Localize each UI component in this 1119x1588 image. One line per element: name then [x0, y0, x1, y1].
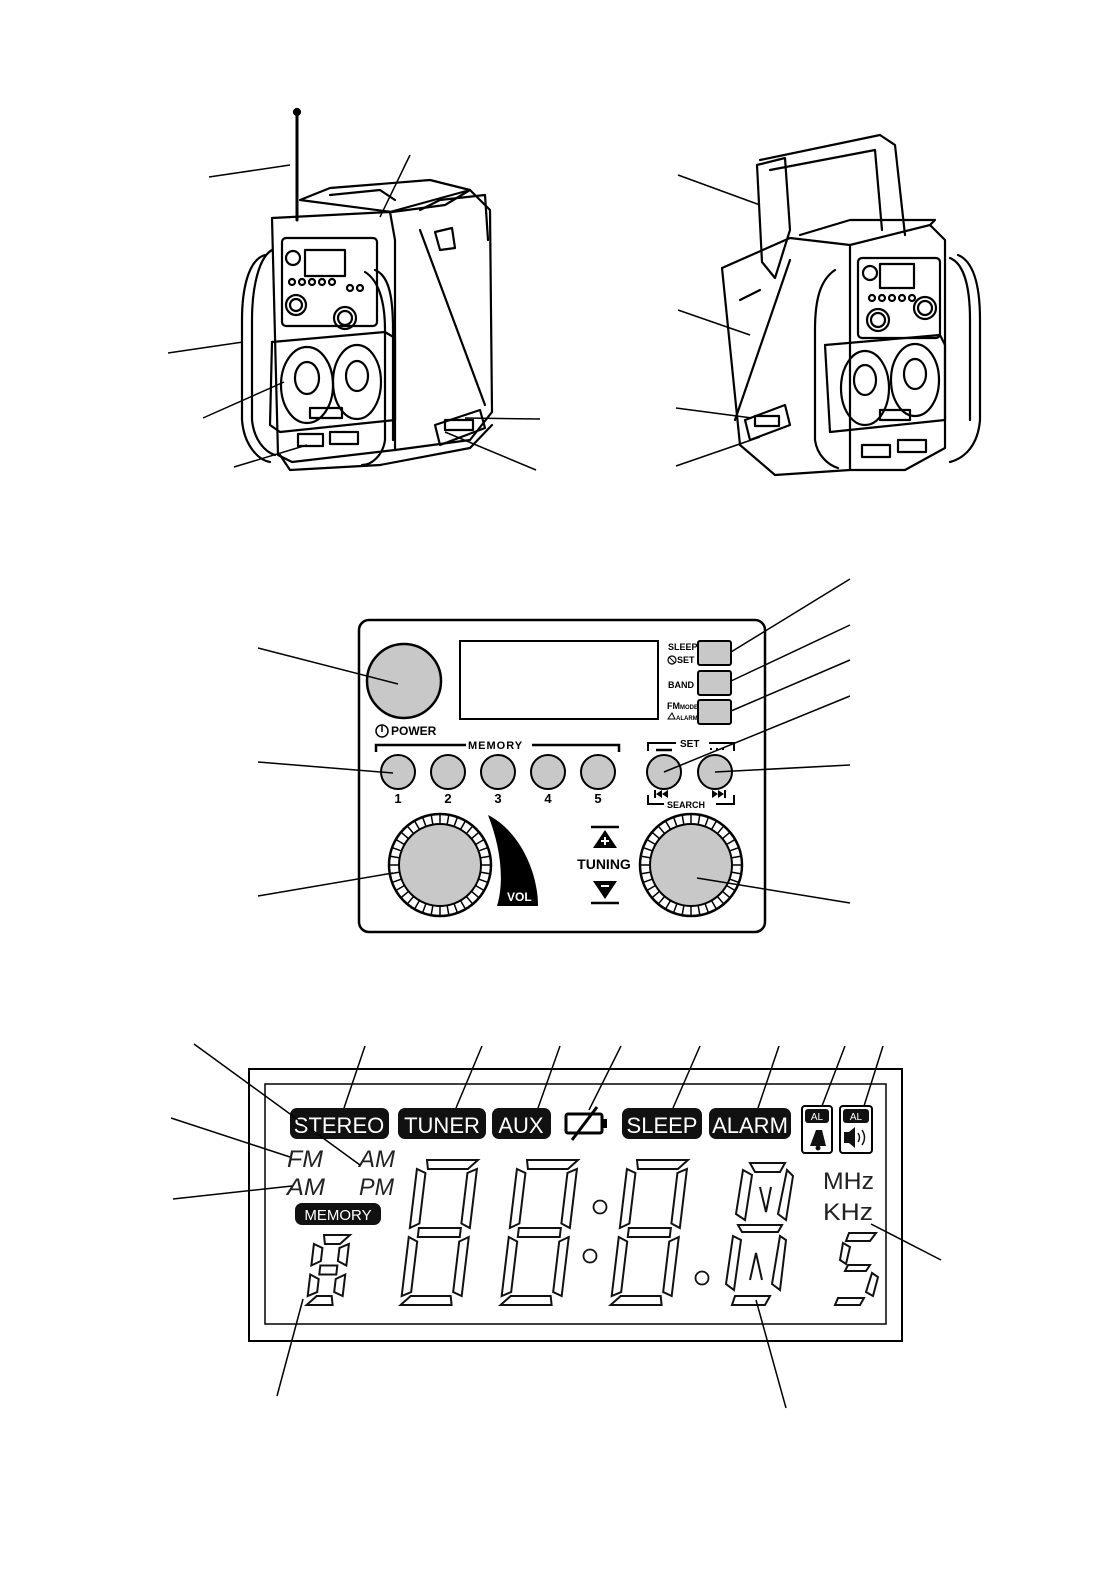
tuning-knob[interactable] [640, 814, 742, 916]
memory-button-2-label: 2 [444, 791, 451, 806]
memory-button-4[interactable] [531, 755, 565, 789]
radio-rear-right-view [722, 135, 980, 475]
am-time-text: AM [357, 1146, 395, 1173]
khz-text: KHz [823, 1199, 873, 1226]
control-panel: POWER SLEEP SET BAND FMMODE ALARM MEMORY [359, 620, 765, 932]
memory-button-5-label: 5 [594, 791, 601, 806]
fm-mode-label-mode: MODE [680, 705, 698, 711]
search-label: SEARCH [667, 800, 705, 810]
band-label: BAND [668, 680, 694, 690]
vol-label: VOL [507, 890, 532, 904]
mhz-text: MHz [823, 1168, 874, 1195]
set-label: SET [680, 739, 699, 750]
fm-mode-alarm-label: ALARM [676, 716, 698, 722]
memory-button-1-label: 1 [394, 791, 401, 806]
panel-display-window [460, 641, 658, 719]
volume-knob[interactable] [389, 814, 491, 916]
am-band-text: AM [285, 1174, 325, 1201]
power-label: POWER [391, 724, 437, 738]
memory-button-3[interactable] [481, 755, 515, 789]
memory-button-2[interactable] [431, 755, 465, 789]
sleep-label-line2: SET [677, 655, 695, 665]
fm-mode-label-fm: FM [667, 701, 680, 711]
lcd-display: STEREO TUNER AUX SLEEP ALARM AL [249, 1069, 902, 1341]
aux-text: AUX [498, 1113, 544, 1138]
memory-button-4-label: 4 [544, 791, 552, 806]
band-button[interactable] [698, 671, 731, 695]
fm-mode-alarm-button[interactable] [698, 700, 731, 724]
sleep-text: SLEEP [627, 1113, 698, 1138]
al-buzzer-text: AL [811, 1112, 824, 1123]
memory-label: MEMORY [468, 740, 523, 752]
radio-front-left-view [242, 109, 492, 470]
right-view-leader-lines [676, 175, 760, 466]
fm-band-text: FM [287, 1146, 323, 1173]
tuning-label: TUNING [577, 856, 631, 872]
sleep-label-line1: SLEEP [668, 642, 698, 652]
al-radio-text: AL [850, 1112, 863, 1123]
alarm-text: ALARM [712, 1113, 788, 1138]
sleep-set-button[interactable] [698, 641, 731, 665]
power-button[interactable] [367, 644, 441, 718]
memory-button-3-label: 3 [494, 791, 501, 806]
memory-button-5[interactable] [581, 755, 615, 789]
tuner-text: TUNER [404, 1113, 480, 1138]
stereo-text: STEREO [294, 1113, 384, 1138]
pm-time-text: PM [359, 1174, 394, 1201]
memory-text: MEMORY [304, 1207, 371, 1224]
